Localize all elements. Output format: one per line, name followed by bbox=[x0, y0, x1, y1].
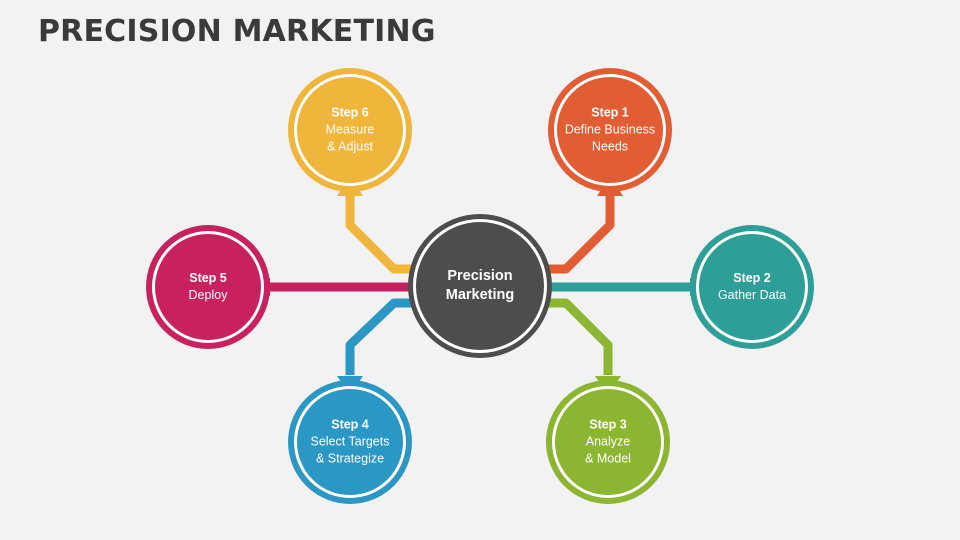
step-1-text-line2: Needs bbox=[591, 139, 629, 154]
connector-step-3 bbox=[548, 298, 613, 375]
node-step-1 bbox=[548, 68, 672, 192]
center-node bbox=[408, 214, 552, 358]
step-4-title: Step 4 bbox=[331, 417, 369, 432]
step-5-label: Step 5 Deploy bbox=[148, 270, 268, 304]
step-5-title: Step 5 bbox=[189, 271, 227, 285]
node-step-4 bbox=[288, 380, 412, 504]
step-1-text-line1: Define Business bbox=[564, 122, 656, 137]
step-5-text-line1: Deploy bbox=[188, 288, 228, 302]
page-title: PRECISION MARKETING bbox=[38, 14, 436, 49]
step-3-text-line2: & Model bbox=[585, 451, 631, 466]
step-4-text-line2: & Strategize bbox=[315, 451, 385, 466]
step-4-label: Step 4 Select Targets & Strategize bbox=[290, 417, 410, 468]
node-step-2 bbox=[690, 225, 814, 349]
center-label: Precision Marketing bbox=[415, 267, 545, 305]
step-3-title: Step 3 bbox=[589, 417, 627, 432]
step-2-title: Step 2 bbox=[733, 271, 771, 285]
step-2-text-line1: Gather Data bbox=[717, 288, 787, 302]
step-1-title: Step 1 bbox=[591, 105, 629, 120]
node-step-5 bbox=[146, 225, 270, 349]
step-6-text-line1: Measure bbox=[325, 122, 375, 137]
step-3-text-line1: Analyze bbox=[585, 434, 631, 449]
node-step-3 bbox=[546, 380, 670, 504]
node-step-6 bbox=[288, 68, 412, 192]
connector-step-1 bbox=[548, 195, 615, 274]
step-6-text-line2: & Adjust bbox=[327, 139, 373, 154]
step-6-label: Step 6 Measure & Adjust bbox=[290, 105, 410, 156]
step-4-text-line1: Select Targets bbox=[310, 434, 390, 449]
center-label-line1: Precision bbox=[447, 268, 513, 284]
connector-step-6 bbox=[345, 195, 412, 274]
connector-step-4 bbox=[345, 298, 412, 375]
step-6-title: Step 6 bbox=[331, 105, 369, 120]
step-3-label: Step 3 Analyze & Model bbox=[548, 417, 668, 468]
center-label-line2: Marketing bbox=[445, 287, 515, 303]
step-1-label: Step 1 Define Business Needs bbox=[550, 105, 670, 156]
step-2-label: Step 2 Gather Data bbox=[692, 270, 812, 304]
